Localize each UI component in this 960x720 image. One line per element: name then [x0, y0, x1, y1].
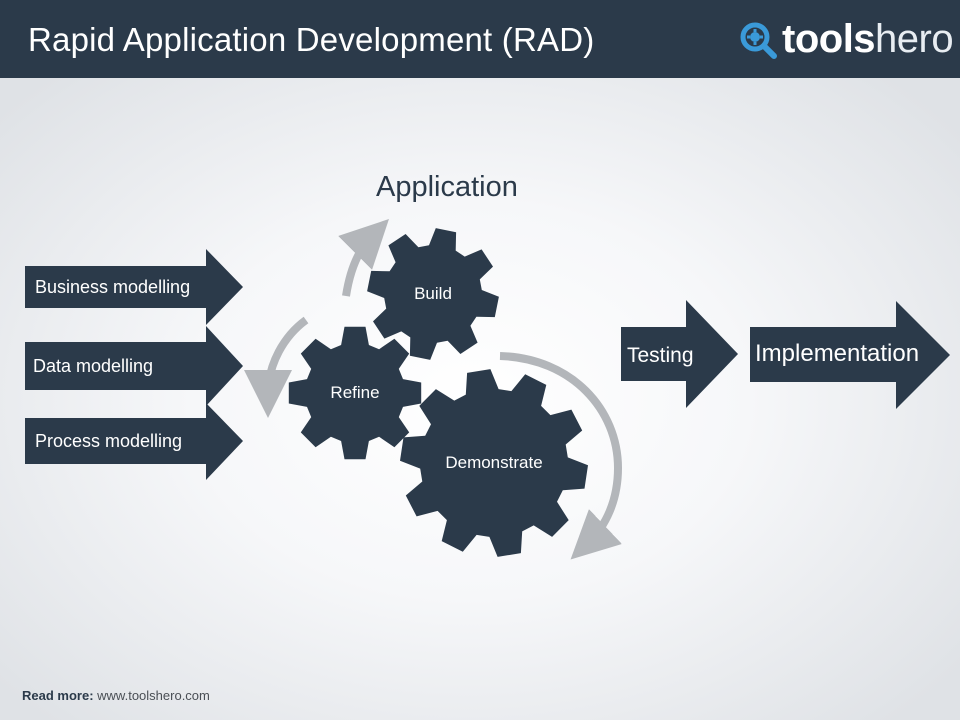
- brand-logo[interactable]: toolshero: [738, 14, 954, 64]
- gear-label-demonstrate: Demonstrate: [445, 453, 543, 472]
- output-arrow-testing: [621, 300, 738, 408]
- brand-logo-text: toolshero: [782, 16, 954, 62]
- output-arrow-implementation: [750, 301, 950, 409]
- diagram-center-title: Application: [376, 171, 518, 203]
- input-arrow-business-modelling: [25, 249, 243, 325]
- gear-demonstrate-icon: [400, 369, 588, 557]
- output-label-implementation: Implementation: [755, 340, 920, 367]
- footer-link[interactable]: www.toolshero.com: [97, 688, 210, 703]
- gear-label-refine: Refine: [330, 383, 380, 402]
- output-label-testing: Testing: [627, 344, 694, 367]
- brand-logo-text-strong: tools: [782, 17, 876, 61]
- gear-label-build: Build: [414, 284, 452, 303]
- input-label-process-modelling: Process modelling: [35, 431, 183, 451]
- gear-build-shape: [367, 228, 499, 360]
- header-bar: Rapid Application Development (RAD) tool…: [0, 0, 960, 78]
- gear-build-icon: [367, 228, 499, 360]
- magnifier-gear-icon: [740, 22, 777, 59]
- brand-logo-text-light: hero: [875, 17, 954, 61]
- input-arrow-data-modelling: [25, 326, 243, 406]
- gear-refine-shape: [288, 326, 422, 460]
- gear-demonstrate-shape: [400, 369, 588, 557]
- cycle-arrow-build-to-refine: [244, 316, 309, 418]
- input-label-data-modelling: Data modelling: [33, 356, 154, 376]
- input-arrow-process-modelling: [25, 403, 243, 480]
- gear-refine-icon: [288, 326, 422, 460]
- cycle-arrow-refine-to-build: [338, 219, 389, 297]
- footer-read-more: Read more: www.toolshero.com: [22, 688, 210, 703]
- input-label-business-modelling: Business modelling: [35, 277, 191, 297]
- cycle-arrow-demonstrate: [499, 352, 623, 560]
- page-title: Rapid Application Development (RAD): [28, 21, 595, 58]
- footer-prefix: Read more:: [22, 688, 94, 703]
